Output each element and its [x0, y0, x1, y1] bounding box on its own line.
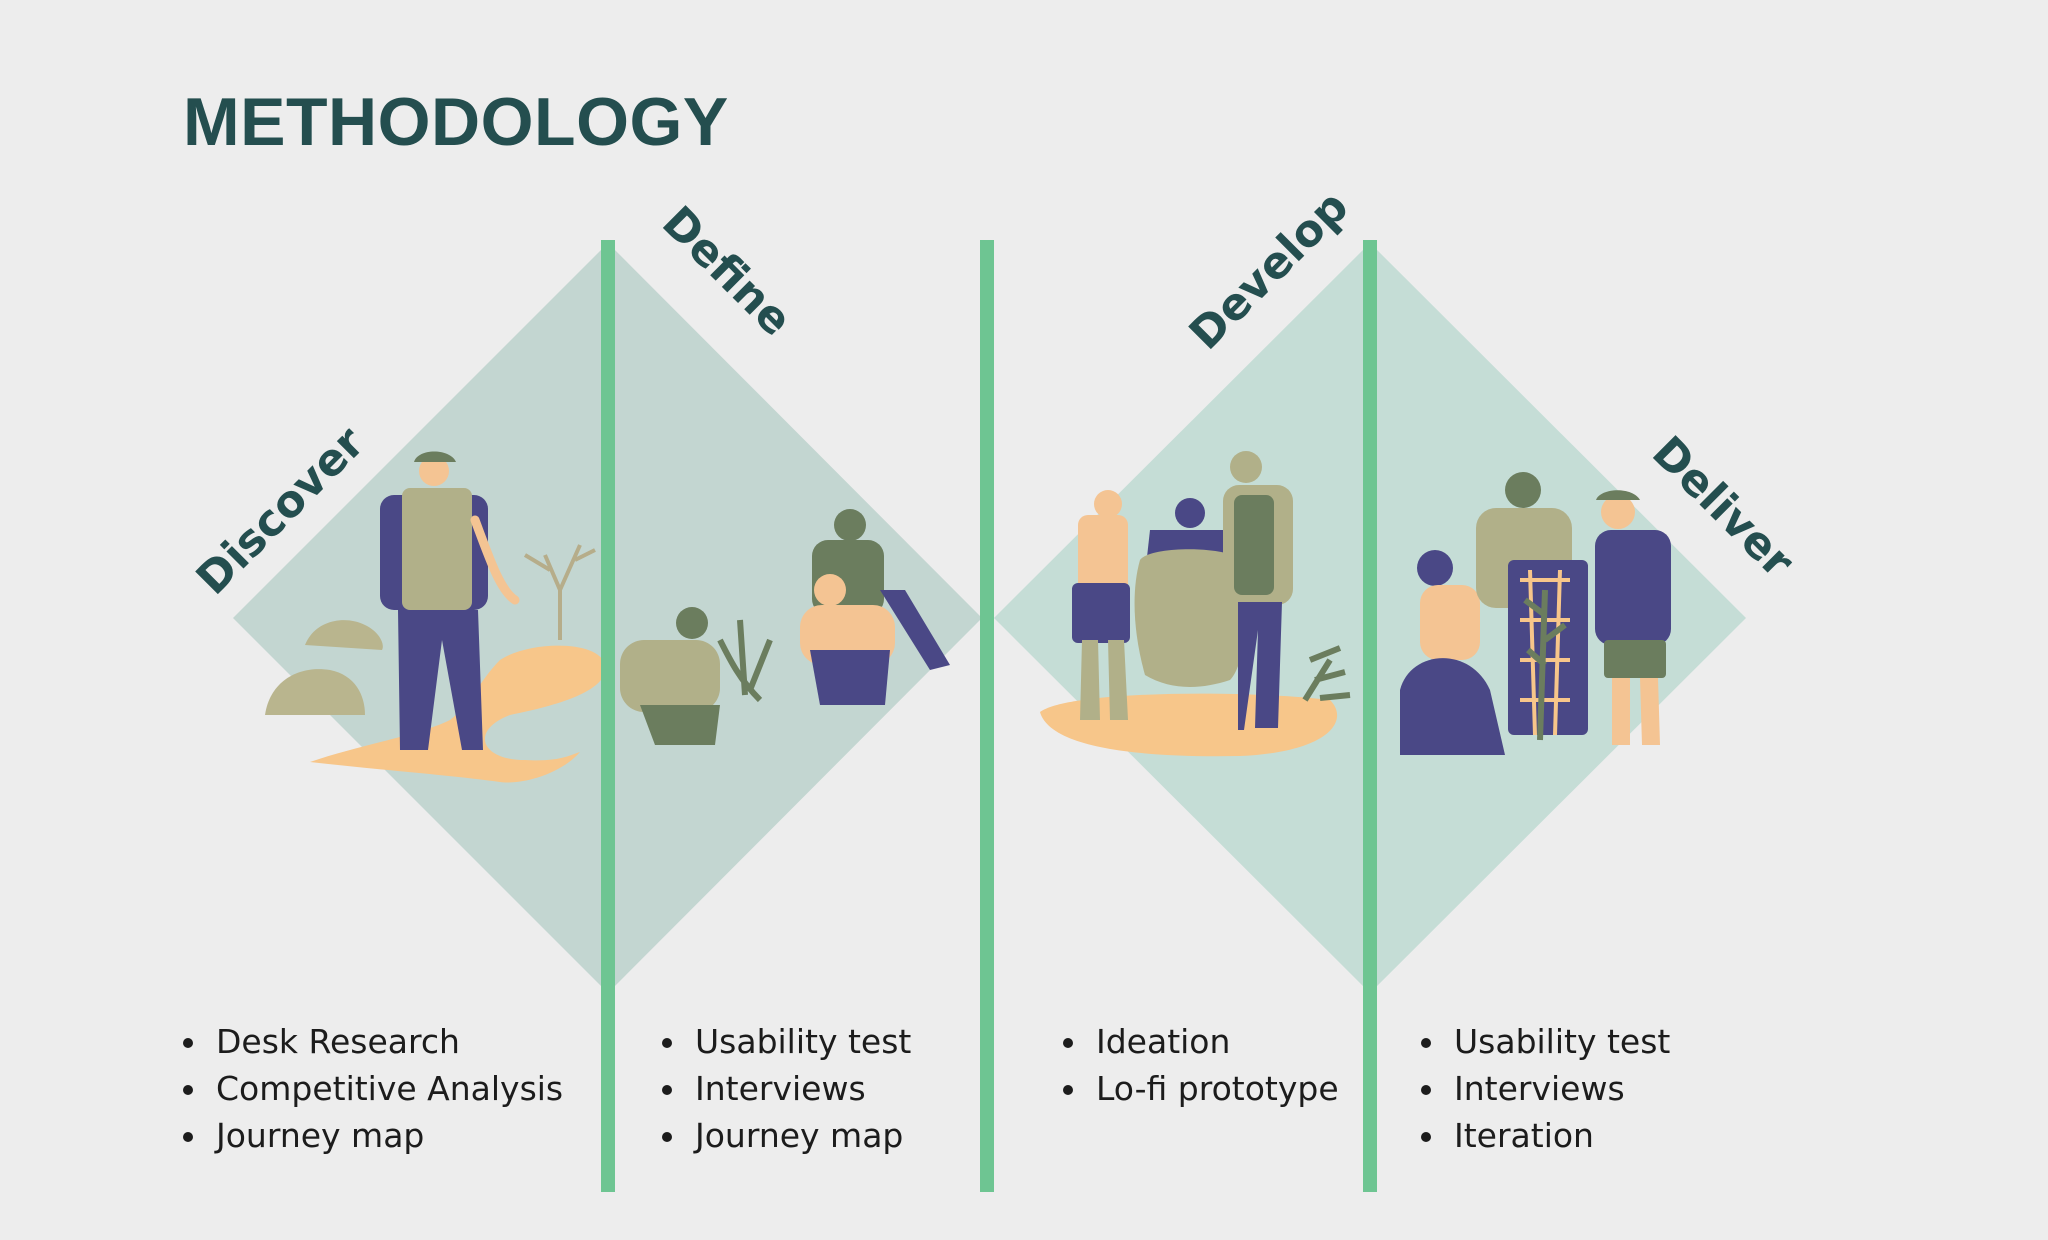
legs-shape — [1080, 640, 1128, 720]
list-item: Interviews — [689, 1065, 911, 1112]
develop-illustration — [1040, 451, 1351, 757]
shirt-shape — [1595, 530, 1671, 645]
head-shape — [419, 456, 449, 486]
head-shape — [1175, 498, 1205, 528]
stand-shape — [1508, 560, 1588, 735]
hat-shape — [1596, 490, 1640, 500]
list-item: Lo-fi prototype — [1090, 1065, 1339, 1112]
body-shape — [620, 640, 720, 712]
body-shape — [1420, 585, 1480, 660]
list-item: Journey map — [689, 1112, 911, 1159]
divider-line — [980, 240, 994, 1192]
list-item: Usability test — [1448, 1018, 1670, 1065]
trousers-shape — [398, 610, 483, 750]
branch-shape — [523, 544, 596, 640]
head-shape — [814, 574, 846, 606]
plant-shape — [1523, 589, 1567, 741]
head-shape — [1505, 472, 1541, 508]
divider-line — [601, 240, 615, 1192]
head-shape — [1094, 490, 1122, 518]
cloth-shape — [1134, 549, 1247, 687]
shirt-shape — [1234, 495, 1274, 595]
arm-shape — [470, 515, 520, 605]
discover-illustration — [265, 451, 606, 783]
hat-shape — [414, 451, 456, 462]
phase-list-develop: Ideation Lo-fi prototype — [1058, 1018, 1339, 1112]
define-illustration — [620, 509, 950, 745]
divider-line — [1363, 240, 1377, 1192]
head-shape — [1417, 550, 1453, 586]
trousers-shape — [880, 590, 950, 670]
phase-list-define: Usability test Interviews Journey map — [657, 1018, 911, 1159]
head-shape — [1230, 451, 1262, 483]
list-item: Ideation — [1090, 1018, 1339, 1065]
phase-list-discover: Desk Research Competitive Analysis Journ… — [178, 1018, 563, 1159]
bush-shape — [305, 620, 383, 650]
plant-shape — [1302, 645, 1351, 702]
trousers-shape — [1238, 602, 1282, 730]
head-shape — [676, 607, 708, 639]
list-item: Desk Research — [210, 1018, 563, 1065]
head-shape — [834, 509, 866, 541]
shorts-shape — [1604, 640, 1666, 678]
list-item: Competitive Analysis — [210, 1065, 563, 1112]
list-item: Journey map — [210, 1112, 563, 1159]
list-item: Usability test — [689, 1018, 911, 1065]
skirt-shape — [1400, 658, 1505, 755]
page-title: METHODOLOGY — [183, 84, 729, 160]
head-shape — [1601, 495, 1635, 529]
phase-list-deliver: Usability test Interviews Iteration — [1416, 1018, 1670, 1159]
list-item: Iteration — [1448, 1112, 1670, 1159]
legs-shape — [1612, 678, 1660, 745]
trousers-shape — [810, 650, 890, 705]
list-item: Interviews — [1448, 1065, 1670, 1112]
shorts-shape — [1072, 583, 1130, 643]
legs-shape — [640, 705, 720, 745]
plant-shape — [717, 619, 773, 703]
vest-shape — [402, 488, 472, 610]
bush-shape — [265, 669, 365, 715]
deliver-illustration — [1400, 472, 1671, 755]
